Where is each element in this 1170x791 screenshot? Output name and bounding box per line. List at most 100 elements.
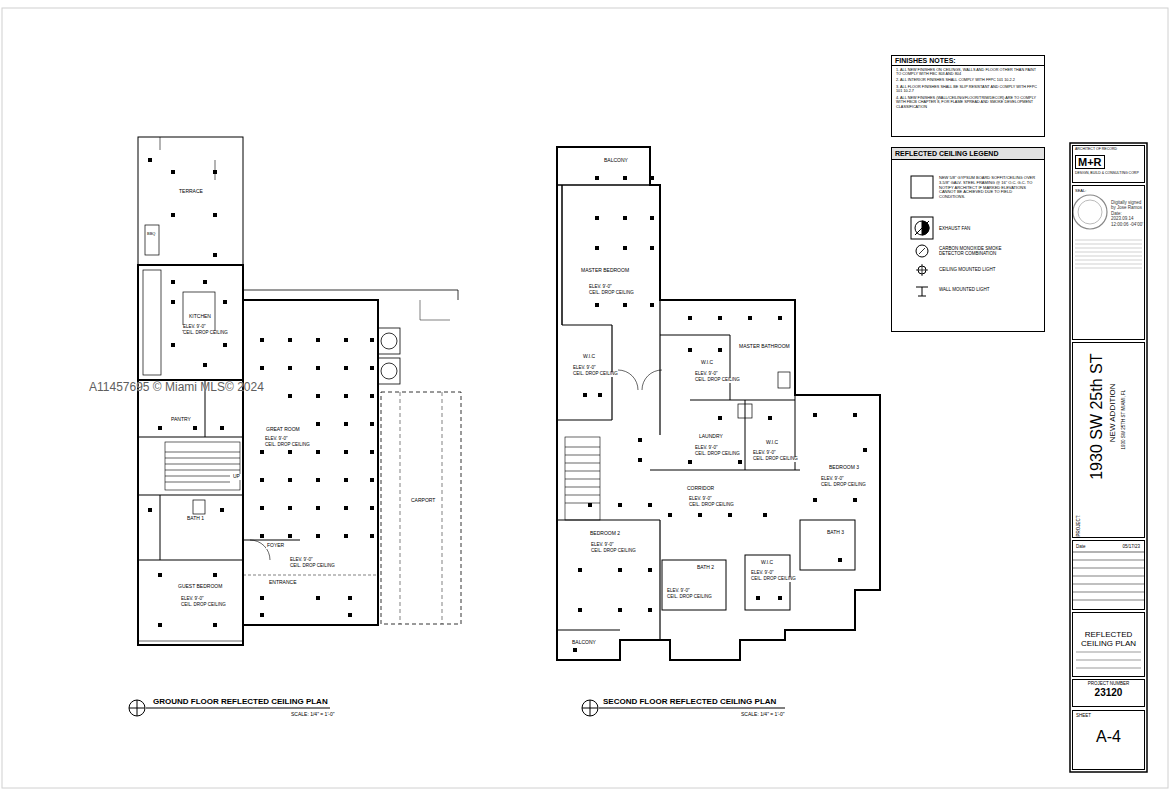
ceiling-light (213, 623, 217, 627)
node-text: PROJECT: (1075, 514, 1080, 536)
plan-linework (1073, 195, 1107, 229)
legend-box: REFLECTED CEILING LEGEND (891, 147, 1045, 332)
room-label: ENTRANCE (268, 580, 298, 586)
plan-linework (800, 520, 855, 570)
plan-linework (160, 495, 161, 560)
plan-linework (590, 700, 591, 716)
plan-linework (1072, 560, 1145, 561)
room-label: ELEV. 9'-0" (820, 477, 845, 482)
plan-linework (1070, 143, 1147, 772)
room-label: ELEV. 9'-0" (688, 497, 713, 502)
second-floor-walls (557, 147, 880, 660)
room-label: CEIL. DROP CEILING (264, 443, 311, 448)
ceiling-light (316, 478, 320, 482)
ceiling-light (650, 246, 654, 250)
ceiling-light (598, 393, 602, 397)
node-text: ARCHITECT OF RECORD (1073, 146, 1144, 152)
plan-linework (922, 221, 929, 235)
ceiling-light (260, 596, 264, 600)
ceiling-light (288, 366, 292, 370)
ceiling-light (370, 506, 374, 510)
plan-linework (1075, 248, 1142, 249)
plan-linework (165, 452, 240, 453)
ceiling-light (668, 513, 672, 517)
ceiling-light (618, 608, 622, 612)
ceiling-light (288, 478, 292, 482)
ceiling-light (260, 338, 264, 342)
ceiling-light (344, 478, 348, 482)
ceiling-light (370, 422, 374, 426)
plan-linework (599, 708, 785, 709)
plan-linework (183, 292, 215, 332)
ceiling-light (223, 300, 227, 304)
ceiling-light (595, 246, 599, 250)
room-label: ELEV. 9'-0" (180, 597, 205, 602)
plan-linework (1076, 668, 1141, 669)
room-label: BATH 2 (696, 565, 715, 571)
node-text: Digitally signed by Jose Ramos Date: 202… (1111, 200, 1144, 227)
room-label: ELEV. 9'-0" (752, 451, 777, 456)
plan-linework (911, 217, 933, 239)
room-label: GUEST BEDROOM (177, 584, 223, 590)
plan-linework (442, 392, 443, 624)
plan-linework (650, 470, 800, 471)
plan-linework (165, 464, 240, 465)
plan-linework (138, 137, 243, 265)
plan-linework (193, 500, 205, 514)
ceiling-light-symbols (148, 158, 867, 652)
room-label: W.I.C (760, 560, 774, 566)
room-label: CEIL. DROP CEILING (572, 372, 619, 377)
ceiling-light (316, 450, 320, 454)
ceiling-light (370, 338, 374, 342)
ceiling-light (583, 393, 587, 397)
ceiling-light (260, 366, 264, 370)
plan-linework (381, 333, 397, 349)
scale-note: SCALE: 1/4" = 1'-0" (740, 712, 786, 718)
plan-linework (565, 471, 600, 472)
node-text: Date (1076, 544, 1086, 549)
ceiling-light (220, 426, 224, 430)
node-text: REFLECTED CEILING PLAN (1079, 631, 1139, 649)
ceiling-light (370, 450, 374, 454)
stair-symbol (565, 437, 600, 520)
ceiling-light (288, 534, 292, 538)
plan-linework (243, 290, 458, 291)
ceiling-light (213, 170, 217, 174)
ceiling-light (623, 246, 627, 250)
plan-linework (138, 436, 243, 437)
ceiling-light (618, 503, 622, 507)
plan-linework (1072, 576, 1145, 577)
room-label: W.I.C (582, 354, 596, 360)
plan-linework (165, 442, 240, 490)
plan-linework (1075, 252, 1142, 253)
room-label: CARPORT (410, 498, 436, 504)
ceiling-light (623, 303, 627, 307)
ceiling-light (688, 316, 692, 320)
ceiling-light (370, 534, 374, 538)
ceiling-light (648, 503, 652, 507)
ceiling-light (778, 316, 782, 320)
plan-linework (243, 300, 378, 625)
plan-linework (918, 296, 926, 297)
plan-linework (1075, 268, 1142, 269)
plan-linework (565, 437, 600, 520)
plan-linework (659, 520, 660, 640)
plan-linework (458, 290, 459, 300)
ceiling-light (688, 460, 692, 464)
ceiling-light (260, 534, 264, 538)
project-number-box: PROJECT NUMBER23120 (1072, 679, 1145, 707)
ceiling-light (763, 513, 767, 517)
rotated-text-frame: PROJECT:1930 SW 25th STNEW ADDITION1930 … (1073, 343, 1146, 539)
ceiling-light (748, 316, 752, 320)
room-label: MASTER BATHROOM (738, 344, 791, 350)
plan-linework (1075, 244, 1142, 245)
plan-linework (1072, 584, 1145, 585)
notes-box: FINISHES NOTES:1. ALL NEW FINISHES ON CE… (891, 55, 1045, 137)
plan-linework (146, 708, 330, 709)
room-label: ELEV. 9'-0" (182, 325, 207, 330)
plan-linework (138, 380, 243, 645)
ceiling-light (863, 448, 867, 452)
plan-linework (143, 270, 161, 375)
ceiling-light (853, 413, 857, 417)
plan-linework (138, 559, 243, 560)
